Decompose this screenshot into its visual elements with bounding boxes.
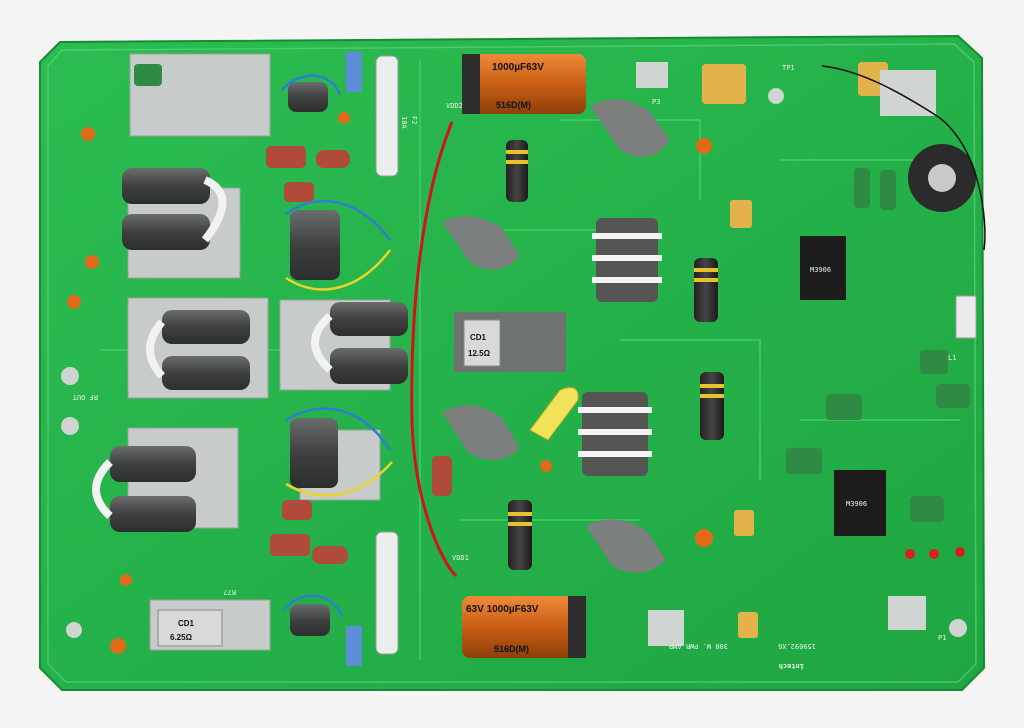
chip-caps-red [266, 146, 452, 564]
axial-resistors [506, 140, 724, 570]
electrolytic-cap-bottom: 63V 1000µF63V 516D(M) [462, 596, 586, 658]
tp1-label: TP1 [782, 64, 795, 72]
ceramic-capacitors [67, 112, 713, 654]
ic-code-lower: M3906 [846, 500, 867, 508]
fuse-label-10a: 10A [400, 116, 408, 129]
board-title: 300 W. PWR AMP [669, 642, 728, 650]
p1-label: P1 [938, 634, 946, 642]
ic-code-upper: M3906 [810, 266, 831, 274]
vdd2-label: VDD2 [446, 102, 463, 110]
ferrite-cores [92, 74, 976, 636]
brand-block: intech 159692.X6 300 W. PWR AMP [669, 642, 816, 670]
silkscreen: RF OUT F2 10A VDD2 VDD1 P1 P3 TP1 R77 L1 [72, 64, 957, 642]
cap-rating-top: 1000µF63V [492, 62, 544, 73]
brand-name: intech [779, 662, 804, 670]
cap-code-bottom: 516D(M) [494, 644, 529, 654]
resistor-value: 12.5Ω [468, 349, 491, 358]
svg-text:CD1: CD1 [178, 619, 195, 628]
vdd1-label: VDD1 [452, 554, 469, 562]
mounting-holes [61, 62, 967, 646]
power-transistors [442, 99, 670, 573]
fuse-label-f2: F2 [410, 116, 418, 124]
cap-code-top: 516D(M) [496, 100, 531, 110]
leds [905, 547, 965, 559]
pin-header [955, 295, 977, 339]
svg-text:6.25Ω: 6.25Ω [170, 633, 193, 642]
electrolytic-cap-top: 1000µF63V 516D(M) [462, 54, 586, 114]
red-wire [410, 121, 458, 578]
cap-rating-bottom: 63V 1000µF63V [466, 604, 539, 615]
ic-chips: M3906 M3906 [800, 236, 886, 536]
p3-label: P3 [652, 98, 660, 106]
fuses [346, 52, 399, 666]
flange-resistor-cd1: CD1 12.5Ω [454, 312, 566, 372]
part-number: 159692.X6 [778, 642, 816, 650]
resistor-label-cd1: CD1 [470, 333, 487, 342]
rf-out-label: RF OUT [72, 393, 98, 401]
r77-label: R77 [223, 588, 236, 596]
film-capacitors [134, 64, 970, 522]
yellow-connector [529, 387, 579, 441]
l1-label: L1 [948, 354, 956, 362]
flange-resistor-bottom: CD1 6.25Ω [157, 609, 223, 647]
